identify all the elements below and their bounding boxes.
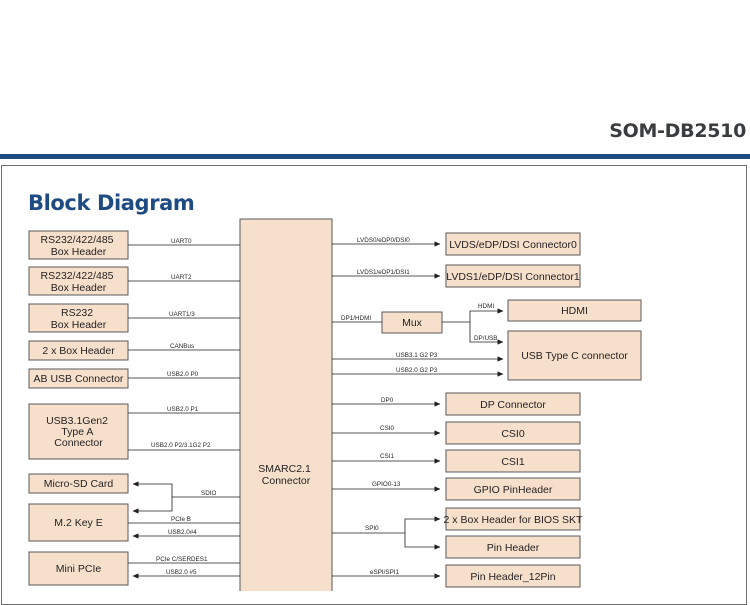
spi0-bios-line [404, 516, 441, 533]
rs232-422-485-label-2: RS232/422/485 Box Header [41, 270, 117, 294]
lvds0-label: LVDS/eDP/DSI Connector0 [449, 239, 577, 251]
ab-usb-box [28, 368, 129, 389]
pin-header-12-box [445, 564, 581, 588]
sdio-label: SDIO [201, 490, 216, 497]
box-header-2x-box [28, 340, 129, 361]
csi0-box [445, 421, 581, 445]
uart0-label: UART0 [171, 238, 192, 245]
pcie-c-label: PCIe C/SERDES1 [156, 556, 208, 563]
spi0-signal: SPI0 [365, 525, 379, 532]
usbc-label: USB Type C connector [521, 350, 628, 362]
dp1hdmi-signal: DP1/HDMI [341, 315, 371, 322]
lvds0-box [445, 232, 581, 256]
usb31-label: USB3.1Gen2 Type A Connector [46, 415, 111, 449]
mini-pcie-label: Mini PCIe [56, 563, 102, 575]
m2-label: M.2 Key E [54, 517, 102, 529]
mux-usbc-line [469, 322, 504, 345]
lvds1-label: LVDS1/eDP/DSI Connector1 [446, 271, 580, 283]
usb20-g2p3-signal: USB2.0 G2 P3 [396, 367, 438, 374]
header-rule [0, 154, 750, 159]
rs232-label: RS232 Box Header [51, 307, 107, 331]
diagram-title: Block Diagram [28, 191, 195, 215]
dp-box [445, 392, 581, 416]
spi0-pin-line [404, 533, 441, 550]
csi1-box [445, 449, 581, 473]
rs232-box [28, 303, 129, 333]
usb20-p2-label: USB2.0 P2/3.1G2 P2 [151, 442, 211, 449]
espi-signal: eSPI/SPI1 [370, 569, 400, 576]
ab-usb-label: AB USB Connector [34, 373, 124, 385]
bios-header-label: 2 x Box Header for BIOS SKT [444, 514, 583, 526]
hdmi-label: HDMI [561, 305, 588, 317]
block-diagram: SMARC2.1 Connector RS232/422/485 Box Hea… [28, 218, 642, 591]
mux-box [381, 311, 443, 334]
usb20-p0-label: USB2.0 P0 [167, 371, 199, 378]
usb20-p1-label: USB2.0 P1 [167, 406, 199, 413]
sdio-line-sd [132, 481, 240, 498]
usb20-5-label: USB2.0 #5 [166, 569, 197, 576]
usb31-g2p3-signal: USB3.1 G2 P3 [396, 352, 438, 359]
pin-header-box [445, 535, 581, 559]
lvds1-box [445, 264, 581, 288]
pin-header-label: Pin Header [487, 542, 540, 554]
canbus-label: CANBus [170, 343, 194, 350]
gpio-box [445, 477, 581, 501]
mini-pcie-box [28, 551, 129, 586]
rs232-422-485-box-2 [28, 266, 129, 296]
mux-hdmi-line [442, 308, 504, 323]
lvds1-signal: LVDS1/eDP1/DSI1 [357, 269, 410, 276]
pin-header-12-label: Pin Header_12Pin [470, 571, 555, 583]
pcie-b-label: PCIe B [171, 516, 191, 523]
csi0-signal: CSI0 [380, 425, 394, 432]
bios-header-box [445, 507, 581, 531]
csi0-label: CSI0 [501, 428, 525, 440]
gpio-label: GPIO PinHeader [474, 484, 553, 496]
usb20-4-label: USB2.0#4 [168, 529, 197, 536]
rs232-422-485-box [28, 230, 129, 260]
gpio-signal: GPIO0-13 [372, 481, 401, 488]
smarc-connector-box [239, 218, 333, 591]
uart2-label: UART2 [171, 274, 192, 281]
hdmi-box [507, 299, 642, 322]
product-name: SOM-DB2510 [609, 120, 746, 142]
lvds0-signal: LVDS0/eDP0/DSI0 [357, 237, 410, 244]
box-header-2x-label: 2 x Box Header [42, 345, 115, 357]
usbc-box [507, 330, 642, 381]
micro-sd-box [28, 473, 129, 494]
csi1-label: CSI1 [501, 456, 525, 468]
rs232-422-485-label: RS232/422/485 Box Header [41, 234, 117, 258]
mux-label: Mux [402, 317, 423, 329]
sdio-line-m2 [132, 497, 173, 514]
dpusb-signal: DP/USB [474, 335, 497, 342]
csi1-signal: CSI1 [380, 453, 394, 460]
dp-label: DP Connector [480, 399, 546, 411]
uart13-label: UART1/3 [169, 311, 195, 318]
m2-box [28, 503, 129, 542]
dp0-signal: DP0 [381, 397, 394, 404]
smarc-connector-label: SMARC2.1 Connector [258, 463, 313, 487]
usb31-box [28, 403, 129, 460]
micro-sd-label: Micro-SD Card [44, 478, 114, 490]
hdmi-signal: HDMI [478, 303, 494, 310]
